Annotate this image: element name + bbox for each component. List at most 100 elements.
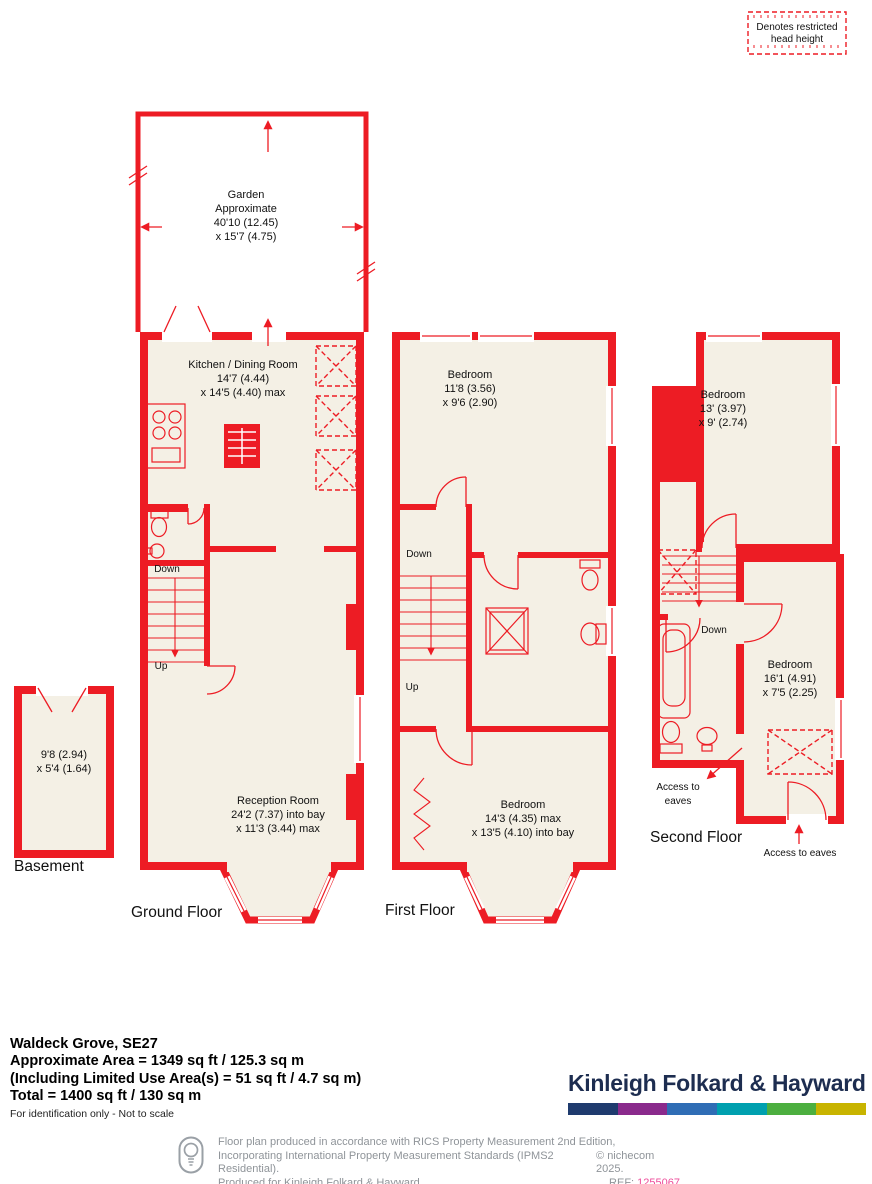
bedroom1-dims-1: 11'8 (3.56)	[444, 383, 495, 395]
access-eaves-bottom: Access to eaves	[764, 848, 837, 859]
bedroom-door	[435, 728, 473, 766]
stairs-down-label: Down	[154, 564, 180, 575]
bay-window-structure	[216, 862, 342, 924]
first-floor-plan: Bedroom 11'8 (3.56) x 9'6 (2.90) Down Up…	[385, 329, 618, 924]
total-area: Total = 1400 sq ft / 130 sq m	[10, 1087, 202, 1104]
garden-door-leaves	[163, 305, 211, 333]
wc-door	[187, 507, 205, 525]
basement-door-leaves	[37, 687, 87, 713]
stairs-up-label: Up	[155, 661, 168, 672]
kitchen-dims-1: 14'7 (4.44)	[217, 373, 269, 385]
eaves-arrow-left	[706, 747, 743, 780]
brand-bars	[568, 1103, 867, 1115]
bay-windows	[464, 875, 576, 923]
bedroom2-dims-1: 16'1 (4.91)	[764, 673, 816, 685]
bedroom-door	[701, 513, 737, 549]
eaves-opening	[786, 814, 828, 826]
bedroom-window	[831, 384, 843, 446]
chimney-breast	[346, 604, 360, 650]
interior-walls	[396, 504, 612, 732]
garden-dims-1: 40'10 (12.45)	[214, 217, 278, 229]
basin	[146, 543, 165, 559]
disclaimer-line1: Floor plan produced in accordance with R…	[218, 1136, 616, 1148]
disclaimer-text: Floor plan produced in accordance with R…	[218, 1136, 680, 1184]
staircase	[662, 555, 736, 608]
access-eaves-left-1: Access to	[656, 782, 700, 793]
shower	[485, 607, 529, 655]
bedroom1-label: Bedroom	[701, 389, 746, 401]
legend-line2: head height	[771, 34, 823, 45]
ground-floor-label: Ground Floor	[131, 904, 222, 921]
range-cooker	[224, 424, 260, 468]
bedroom-door	[435, 476, 467, 508]
basement-door-opening	[36, 683, 88, 696]
approximate-area: Approximate Area = 1349 sq ft / 125.3 sq…	[10, 1053, 305, 1070]
bedroom1-dims-2: x 9'6 (2.90)	[443, 397, 498, 409]
reception-dims-1: 24'2 (7.37) into bay	[231, 809, 325, 821]
stairs-down-label: Down	[406, 549, 432, 560]
legend-line1: Denotes restricted	[756, 22, 837, 33]
kitchen-counter	[146, 403, 186, 469]
basement-dims-2: x 5'4 (1.64)	[37, 763, 92, 775]
wall-break-marks	[128, 165, 376, 282]
bedroom2-dims-1: 14'3 (4.35) max	[485, 813, 562, 825]
toilet	[150, 509, 169, 538]
toilet	[659, 720, 683, 754]
eaves-opening	[734, 734, 746, 760]
bedroom2-label: Bedroom	[768, 659, 813, 671]
ground-floor-plan: Kitchen / Dining Room 14'7 (4.44) x 14'5…	[131, 305, 366, 924]
reception-door	[206, 665, 236, 695]
bedroom1-dims-2: x 9' (2.74)	[699, 417, 748, 429]
bedroom2-dims-2: x 13'5 (4.10) into bay	[472, 827, 575, 839]
brand-bar	[568, 1103, 618, 1115]
brand-name: Kinleigh Folkard & Hayward	[568, 1070, 866, 1096]
eaves-door	[787, 781, 827, 821]
interior-walls	[144, 504, 360, 666]
brand-bar	[667, 1103, 718, 1115]
basement-label: Basement	[14, 858, 84, 875]
reception-label: Reception Room	[237, 795, 319, 807]
identification-note: For identification only - Not to scale	[10, 1108, 174, 1121]
basement-plan: 9'8 (2.94) x 5'4 (1.64) Basement	[14, 683, 114, 875]
stairs-up-label: Up	[406, 682, 419, 693]
ref-label: REF:	[609, 1176, 635, 1184]
disclaimer: Floor plan produced in accordance with R…	[178, 1136, 680, 1184]
chimney-breast	[346, 774, 360, 820]
bay-window-structure	[456, 862, 584, 924]
first-floor-label: First Floor	[385, 902, 455, 919]
garden: Garden Approximate 40'10 (12.45) x 15'7 …	[128, 111, 376, 332]
footer-address-block: Waldeck Grove, SE27 Approximate Area = 1…	[10, 1036, 361, 1120]
restricted-head-height-legend: Denotes restricted head height	[747, 11, 847, 55]
restricted-head-height-area	[657, 549, 697, 595]
reception-dims-2: x 11'3 (3.44) max	[236, 823, 320, 835]
bedroom-door	[743, 603, 783, 643]
bedroom2-dims-2: x 7'5 (2.25)	[763, 687, 818, 699]
limited-use-area: (Including Limited Use Area(s) = 51 sq f…	[10, 1070, 362, 1087]
rear-opening	[252, 329, 286, 342]
garden-dims-2: x 15'7 (4.75)	[216, 231, 277, 243]
brand-bar	[717, 1103, 767, 1115]
ref-number: 1255067	[637, 1176, 680, 1184]
bathtub	[657, 623, 691, 719]
kfh-brand: Kinleigh Folkard & Hayward	[568, 1070, 867, 1115]
restricted-head-height-area	[315, 345, 357, 491]
bathroom-door	[483, 554, 519, 590]
access-eaves-left-2: eaves	[665, 796, 692, 807]
toilet	[579, 559, 601, 591]
disclaimer-line2: Incorporating International Property Mea…	[218, 1149, 554, 1176]
brand-bar	[816, 1103, 867, 1115]
second-floor-plan: Bedroom 13' (3.97) x 9' (2.74) Down Bedr…	[650, 330, 847, 859]
garden-approximate: Approximate	[215, 203, 277, 215]
disclaimer-line3: Produced for Kinleigh Folkard & Hayward.	[218, 1176, 423, 1184]
basin	[696, 726, 718, 752]
garden-door-opening	[162, 329, 212, 342]
stairs-down-label: Down	[701, 625, 727, 636]
brand-bar	[766, 1103, 817, 1115]
staircase	[146, 577, 204, 663]
chimney-mass	[652, 388, 702, 482]
bay-windows	[224, 875, 334, 923]
floorplan-svg: Denotes restricted head height Garden Ap…	[14, 11, 847, 924]
lightbulb-icon	[178, 1136, 204, 1174]
kitchen-label: Kitchen / Dining Room	[188, 359, 297, 371]
